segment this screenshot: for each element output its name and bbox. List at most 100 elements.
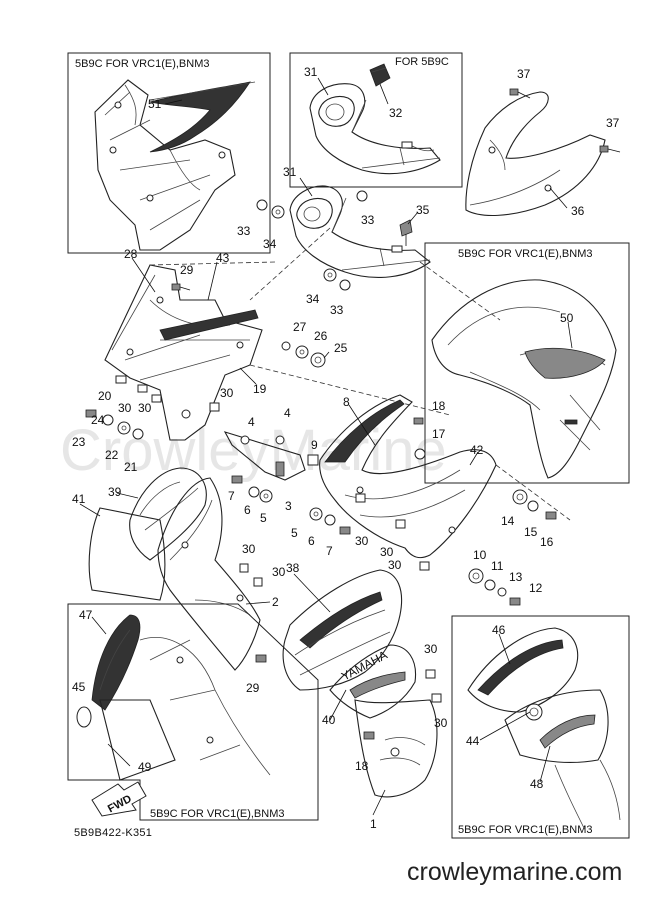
hardware-14-16 [512, 489, 557, 520]
hardware-5-7-center [309, 507, 351, 535]
inset-box-bottom-left: 5B9C FOR VRC1(E),BNM3 FWD [67, 603, 319, 821]
hardware-33-34-top [256, 190, 413, 291]
callout-32: 32 [389, 106, 403, 120]
callout-21: 21 [124, 460, 138, 474]
callout-28: 28 [124, 247, 138, 261]
callout-38: 38 [286, 561, 300, 575]
hardware-25-27 [281, 341, 326, 368]
callout-14: 14 [501, 514, 515, 528]
bolt-37-a [509, 88, 531, 99]
callout-29-top: 29 [180, 263, 194, 277]
callout-25: 25 [334, 341, 348, 355]
callout-44: 44 [466, 734, 480, 748]
callout-4-a: 4 [248, 415, 255, 429]
callout-4-b: 4 [284, 406, 291, 420]
callout-43: 43 [216, 251, 230, 265]
clip-20 [115, 375, 127, 384]
hardware-5-7-left [231, 475, 273, 503]
bolt-35 [399, 219, 413, 246]
callout-30-b: 30 [138, 401, 152, 415]
inset-box-mid-right: 5B9C FOR VRC1(E),BNM3 [424, 242, 630, 484]
callout-30-c: 30 [220, 386, 234, 400]
callout-labels: 51 31 32 37 37 36 31 33 34 33 35 34 33 2… [72, 65, 620, 831]
inset-box-bottom-right-label: 5B9C FOR VRC1(E),BNM3 [458, 824, 592, 836]
callout-30-d: 30 [355, 534, 369, 548]
inset-box-bottom-right: 5B9C FOR VRC1(E),BNM3 [451, 615, 630, 839]
hardware-21-24 [85, 409, 144, 440]
callout-30-j: 30 [434, 716, 448, 730]
callout-47: 47 [79, 608, 93, 622]
callout-50: 50 [560, 311, 574, 325]
callout-11: 11 [491, 559, 504, 573]
inset-box-bottom-left-label: 5B9C FOR VRC1(E),BNM3 [150, 808, 284, 820]
callout-34-b: 34 [306, 292, 320, 306]
inset-box-top-mid: FOR 5B9C [289, 52, 463, 188]
bolt-29-top [171, 283, 191, 291]
callout-35: 35 [416, 203, 430, 217]
callout-39: 39 [108, 485, 122, 499]
callout-30-h: 30 [388, 558, 402, 572]
callout-48: 48 [530, 777, 544, 791]
callout-10: 10 [473, 548, 487, 562]
inset-box-top-mid-label: FOR 5B9C [395, 56, 449, 68]
callout-6-a: 6 [244, 503, 251, 517]
callout-12: 12 [529, 581, 543, 595]
callout-30-g: 30 [272, 565, 286, 579]
callout-5-a: 5 [260, 511, 267, 525]
callout-31: 31 [283, 165, 297, 179]
part-3-bracket [223, 431, 319, 481]
callout-45: 45 [72, 680, 86, 694]
hardware-17-18 [413, 417, 426, 460]
callout-2: 2 [272, 595, 279, 609]
callout-15: 15 [524, 525, 538, 539]
callout-7-b: 7 [326, 544, 333, 558]
callout-16: 16 [540, 535, 554, 549]
callout-37-a: 37 [517, 67, 531, 81]
callout-8: 8 [343, 395, 350, 409]
leader-lines [79, 77, 573, 816]
callout-6-b: 6 [308, 534, 315, 548]
part-8-42-panel [319, 394, 571, 571]
callout-40: 40 [322, 713, 336, 727]
callout-33-c: 33 [330, 303, 344, 317]
callout-7-a: 7 [228, 489, 235, 503]
inset-box-mid-right-label: 5B9C FOR VRC1(E),BNM3 [458, 248, 592, 260]
callout-18-top: 18 [432, 399, 446, 413]
callout-5-b: 5 [291, 526, 298, 540]
callout-30-e: 30 [380, 545, 394, 559]
callout-1: 1 [370, 817, 377, 831]
callout-27: 27 [293, 320, 307, 334]
hardware-10-13 [468, 568, 521, 606]
bolt-18-lower [363, 731, 375, 740]
callout-51: 51 [148, 97, 162, 111]
callout-29-lower: 29 [246, 681, 260, 695]
inset-box-top-left-label: 5B9C FOR VRC1(E),BNM3 [75, 58, 209, 70]
callout-30-a: 30 [118, 401, 132, 415]
callout-22: 22 [105, 448, 119, 462]
callout-20: 20 [98, 389, 112, 403]
callout-30-i: 30 [424, 642, 438, 656]
drawing-code: 5B9B422-K351 [74, 827, 153, 839]
callout-31-inset: 31 [304, 65, 318, 79]
callout-33-b: 33 [361, 213, 375, 227]
callout-30-f: 30 [242, 542, 256, 556]
part-31-duct [249, 185, 501, 321]
callout-46: 46 [492, 623, 506, 637]
callout-3: 3 [285, 499, 292, 513]
site-url-link[interactable]: crowleymarine.com [407, 858, 623, 886]
part-19-bracket [104, 261, 451, 441]
callout-41: 41 [72, 492, 86, 506]
callout-9: 9 [311, 438, 318, 452]
bolt-37-b [599, 145, 621, 153]
callout-49: 49 [138, 760, 152, 774]
callout-13: 13 [509, 570, 523, 584]
fwd-arrow-icon: FWD [91, 781, 147, 817]
part-41-39-2 [88, 467, 267, 671]
callout-26: 26 [314, 329, 328, 343]
bolt-29-lower [255, 654, 267, 663]
callout-34-a: 34 [263, 237, 277, 251]
callout-23: 23 [72, 435, 86, 449]
callout-33-a: 33 [237, 224, 251, 238]
callout-36: 36 [571, 204, 585, 218]
